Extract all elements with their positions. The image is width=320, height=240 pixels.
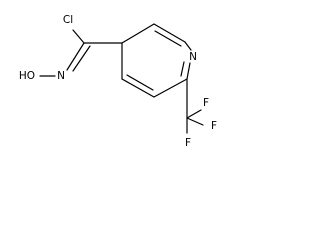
chlorine-label: Cl (63, 14, 73, 26)
bond-ring-c5-c4 (121, 78, 155, 98)
bond-ring-n1-c6-inner (180, 61, 185, 77)
bond-ring-c3-c2-inner (154, 30, 182, 47)
fluorine-right-label: F (211, 120, 217, 132)
bond-ring-c4-c3 (121, 23, 155, 44)
fluorine-bottom-label: F (185, 137, 191, 149)
chemical-structure-diagram: Cl N HO N F F F (19, 14, 217, 149)
bond-c-cl (72, 29, 85, 44)
bond-ring-c2-n1 (184, 41, 192, 51)
hydroxyl-label: HO (19, 70, 35, 82)
bond-set (39, 23, 204, 134)
bond-c-n-double-inner (72, 45, 91, 72)
imine-nitrogen-label: N (57, 70, 65, 82)
fluorine-top-label: F (203, 97, 209, 109)
bond-ring-n1-c6 (186, 62, 191, 80)
ring-nitrogen-label: N (189, 51, 197, 63)
bond-c-n-double-outer (66, 42, 85, 71)
bond-cf3-f-right (186, 117, 204, 126)
bond-ring-c3-c2 (153, 23, 186, 43)
bond-ring-c6-c5 (153, 78, 188, 98)
bond-cf3-f-top (186, 109, 202, 119)
bond-ring-c5-c4-inner (126, 74, 154, 91)
